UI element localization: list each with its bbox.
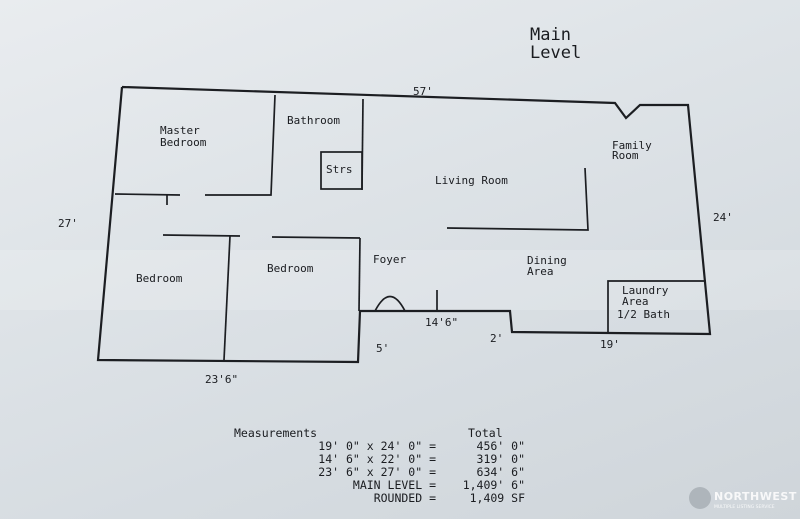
measurement-row-expr: 19' 0" x 24' 0" =	[318, 439, 436, 453]
nwmls-watermark: NORTHWEST MULTIPLE LISTING SERVICE	[689, 487, 797, 510]
rounded-row-total: 1,409 SF	[470, 491, 525, 505]
front-door	[374, 295, 406, 312]
living-room-partition	[446, 167, 589, 231]
measurement-row-total: 456' 0"	[477, 439, 525, 453]
main-level-row-label: MAIN LEVEL =	[353, 478, 436, 492]
half-bath-label: 1/2 Bath	[617, 308, 670, 321]
bedroom-left-label: Bedroom	[136, 272, 183, 285]
dim-foyer-depth: 5'	[376, 342, 389, 355]
exterior-wall	[96, 85, 712, 364]
dim-bottom-left: 23'6"	[205, 373, 238, 386]
watermark-sub: MULTIPLE LISTING SERVICE	[714, 504, 775, 510]
master-bedroom-wall-lower	[114, 193, 181, 196]
paper-fold	[0, 250, 800, 310]
dining-area-label-2: Area	[527, 265, 554, 278]
measurement-row-total: 319' 0"	[477, 452, 525, 466]
measurement-row-expr: 14' 6" x 22' 0" =	[318, 452, 436, 466]
dim-step: 2'	[490, 332, 503, 345]
family-room-label: Family	[612, 139, 652, 152]
bedroom-divider	[223, 235, 231, 361]
rounded-row-label: ROUNDED =	[374, 491, 436, 505]
bedroom-mid-wall-top	[271, 236, 361, 239]
measurement-row-total: 634' 6"	[477, 465, 525, 479]
laundry-label: Laundry	[622, 284, 669, 297]
measurements-table: Measurements Total 19' 0" x 24' 0" = 456…	[234, 426, 525, 505]
dim-bottom-right: 19'	[600, 338, 620, 351]
bedroom-mid-label: Bedroom	[267, 262, 314, 275]
dim-right: 24'	[713, 211, 733, 224]
stairs-label: Strs	[326, 163, 353, 176]
laundry-label-2: Area	[622, 295, 649, 308]
dim-top: 57'	[413, 85, 433, 98]
laundry-wall	[607, 280, 706, 334]
nwmls-logo-icon	[689, 487, 711, 509]
measurements-total-header: Total	[468, 426, 503, 440]
master-bedroom-label-2: Bedroom	[160, 136, 207, 149]
measurement-row-expr: 23' 6" x 27' 0" =	[318, 465, 436, 479]
foyer-label: Foyer	[373, 253, 406, 266]
main-level-row-total: 1,409' 6"	[463, 478, 525, 492]
bathroom-label: Bathroom	[287, 114, 340, 127]
bedroom-left-wall-top	[162, 234, 241, 237]
dim-foyer-width: 14'6"	[425, 316, 458, 329]
bedroom-mid-wall-right	[358, 237, 361, 312]
watermark-brand: NORTHWEST	[714, 490, 797, 503]
plan-title-line1: Main	[530, 25, 571, 45]
plan-title-line2: Level	[530, 43, 581, 63]
living-room-label: Living Room	[435, 174, 508, 187]
master-bedroom-label: Master	[160, 124, 200, 137]
dining-area-label: Dining	[527, 254, 567, 267]
measurements-header: Measurements	[234, 426, 317, 440]
dim-left: 27'	[58, 217, 78, 230]
stairs-box	[320, 151, 363, 190]
master-bedroom-wall	[205, 94, 276, 196]
family-room-label-2: Room	[612, 149, 639, 162]
